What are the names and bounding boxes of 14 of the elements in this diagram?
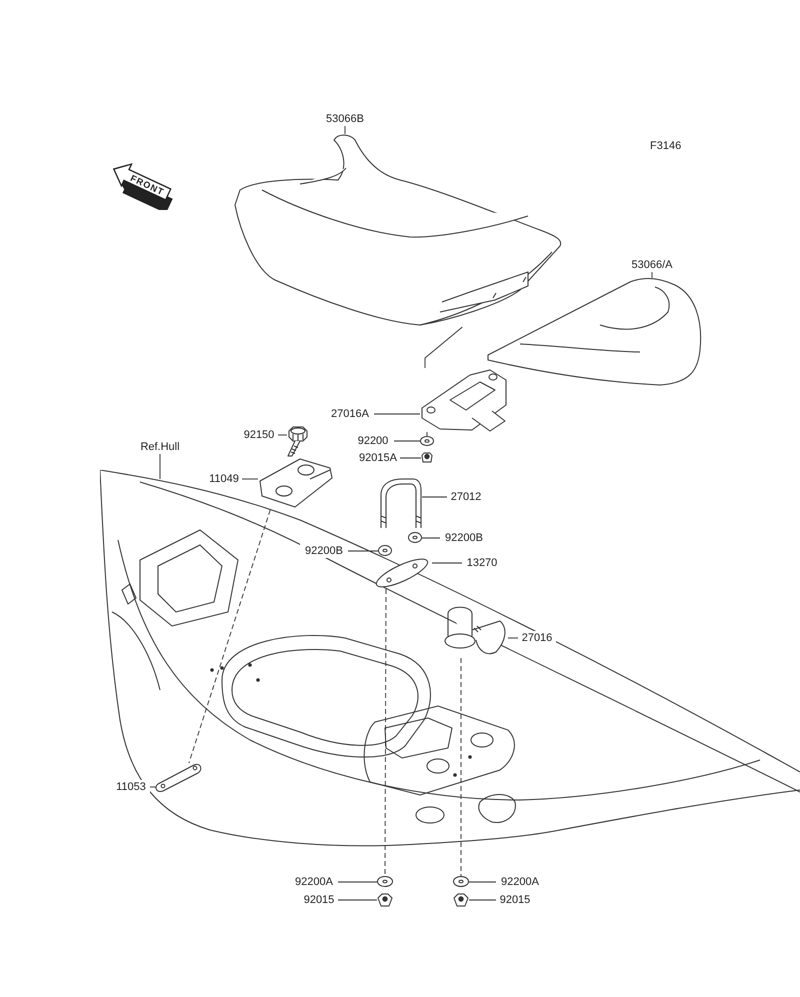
assembly-line (188, 510, 271, 764)
figure-number: F3146 (650, 139, 682, 153)
leader-line (344, 126, 346, 134)
leader-line (278, 434, 288, 436)
leader-line (422, 496, 448, 498)
leader-line (348, 550, 378, 552)
assembly-line (424, 326, 463, 368)
leader-line (150, 786, 156, 788)
leader-line (432, 562, 462, 564)
assembly-line (426, 432, 428, 436)
assembly-line (384, 588, 386, 876)
leader-line (394, 440, 420, 442)
leader-line (242, 478, 258, 480)
assembly-line (460, 658, 462, 876)
